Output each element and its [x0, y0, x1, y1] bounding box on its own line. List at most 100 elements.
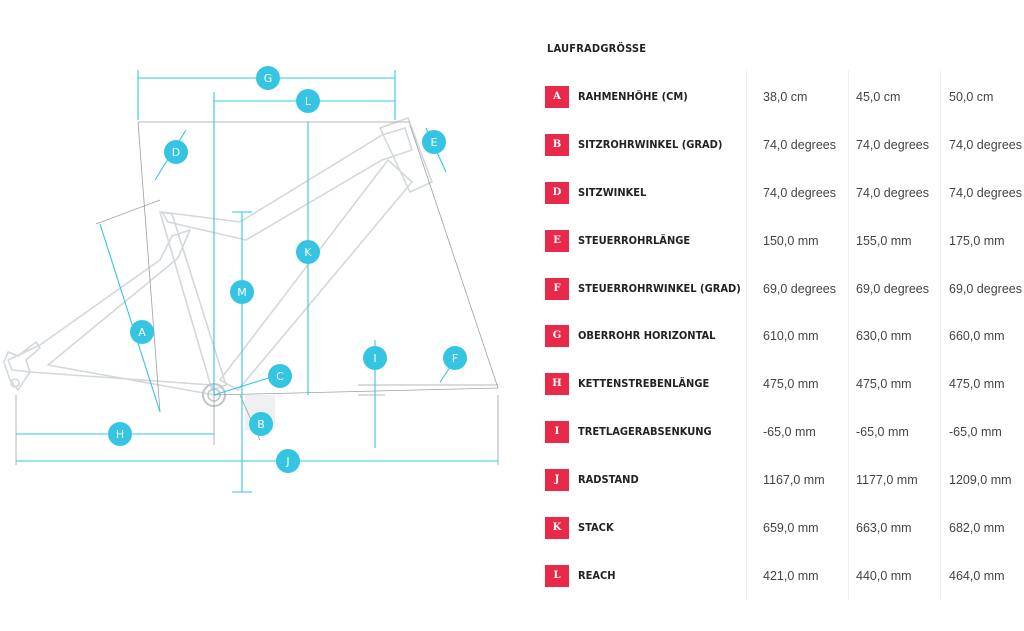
down-tube [219, 159, 413, 391]
table-row: L REACH 421,0 mm 440,0 mm 464,0 mm [545, 563, 1024, 589]
rear-triangle [7, 229, 216, 396]
badge-a: A [130, 320, 154, 344]
row-value-size-1: 38,0 cm [763, 90, 808, 104]
row-value-size-3: 74,0 degrees [949, 186, 1022, 200]
svg-text:H: H [116, 428, 124, 441]
row-label: STACK [578, 521, 614, 534]
row-letter-badge: I [545, 421, 569, 443]
row-value-size-1: 610,0 mm [763, 329, 819, 343]
row-value-size-1: 1167,0 mm [763, 473, 825, 487]
row-letter-badge: G [545, 325, 569, 347]
row-label: REACH [578, 569, 616, 582]
row-letter-badge: K [545, 517, 569, 539]
table-title: LAUFRADGRÖSSE [547, 42, 647, 55]
badge-g: G [256, 66, 280, 90]
row-label: STEUERROHRLÄNGE [578, 234, 691, 247]
svg-text:D: D [172, 146, 180, 159]
rear-dropout [3, 341, 41, 391]
badge-k: K [296, 240, 320, 264]
row-label: SITZWINKEL [578, 186, 647, 199]
row-value-size-1: 421,0 mm [763, 569, 819, 583]
badge-j: J [276, 449, 300, 473]
table-row: K STACK 659,0 mm 663,0 mm 682,0 mm [545, 515, 1024, 541]
table-row: B SITZROHRWINKEL (GRAD) 74,0 degrees 74,0 d… [545, 132, 1024, 158]
badge-h: H [108, 422, 132, 446]
top-tube [161, 127, 413, 241]
svg-text:J: J [285, 455, 289, 468]
row-value-size-2: -65,0 mm [856, 425, 909, 439]
frame-geometry-diagram: G L D E K M A I F C B H J [3, 66, 499, 493]
row-value-size-1: 150,0 mm [763, 234, 819, 248]
badge-d: D [164, 140, 188, 164]
svg-text:M: M [237, 286, 247, 299]
row-label: RAHMENHÖHE (CM) [578, 90, 688, 103]
row-value-size-1: 74,0 degrees [763, 138, 836, 152]
table-row: D SITZWINKEL 74,0 degrees 74,0 degrees 74,0 … [545, 180, 1024, 206]
row-label: TRETLAGERABSENKUNG [578, 425, 712, 438]
row-value-size-1: 659,0 mm [763, 521, 819, 535]
svg-text:B: B [257, 418, 265, 431]
row-letter-badge: F [545, 278, 569, 300]
row-label: SITZROHRWINKEL (GRAD) [578, 138, 723, 151]
badge-b: B [249, 412, 273, 436]
badge-e: E [422, 130, 446, 154]
table-row: G OBERROHR HORIZONTAL 610,0 mm 630,0 mm 660,… [545, 323, 1024, 349]
badge-l: L [296, 89, 320, 113]
row-label: OBERROHR HORIZONTAL [578, 329, 716, 342]
badge-f: F [443, 346, 467, 370]
row-letter-badge: E [545, 230, 569, 252]
row-value-size-3: 464,0 mm [949, 569, 1005, 583]
svg-text:G: G [264, 72, 273, 85]
row-letter-badge: L [545, 565, 569, 587]
column-divider [746, 70, 747, 600]
row-value-size-3: 682,0 mm [949, 521, 1005, 535]
row-value-size-3: 660,0 mm [949, 329, 1005, 343]
row-value-size-2: 74,0 degrees [856, 138, 929, 152]
svg-text:K: K [304, 246, 312, 259]
row-value-size-2: 74,0 degrees [856, 186, 929, 200]
column-divider [848, 70, 849, 600]
dimension-badges: G L D E K M A I F C B H J [108, 66, 467, 473]
svg-text:I: I [373, 352, 376, 365]
table-row: F STEUERROHRWINKEL (GRAD) 69,0 degrees 69,0… [545, 276, 1024, 302]
table-row: E STEUERROHRLÄNGE 150,0 mm 155,0 mm 175,0 mm [545, 228, 1024, 254]
svg-text:A: A [138, 326, 146, 339]
svg-text:L: L [305, 95, 312, 108]
rear-axle [10, 378, 20, 388]
row-value-size-1: 74,0 degrees [763, 186, 836, 200]
row-value-size-2: 69,0 degrees [856, 282, 929, 296]
badge-i: I [363, 346, 387, 370]
column-divider [940, 70, 941, 600]
row-value-size-2: 475,0 mm [856, 377, 912, 391]
row-value-size-3: 69,0 degrees [949, 282, 1022, 296]
row-letter-badge: H [545, 373, 569, 395]
row-value-size-2: 440,0 mm [856, 569, 912, 583]
row-value-size-2: 630,0 mm [856, 329, 912, 343]
row-letter-badge: J [545, 469, 569, 491]
badge-m: M [230, 280, 254, 304]
row-value-size-3: 475,0 mm [949, 377, 1005, 391]
svg-text:F: F [452, 352, 458, 365]
badge-c: C [268, 364, 292, 388]
row-value-size-1: -65,0 mm [763, 425, 816, 439]
row-value-size-1: 69,0 degrees [763, 282, 836, 296]
svg-text:C: C [276, 370, 284, 383]
table-row: I TRETLAGERABSENKUNG -65,0 mm -65,0 mm -65,0… [545, 419, 1024, 445]
bike-frame-outline [3, 117, 433, 407]
row-letter-badge: D [545, 182, 569, 204]
row-label: STEUERROHRWINKEL (GRAD) [578, 282, 741, 295]
row-value-size-2: 663,0 mm [856, 521, 912, 535]
svg-text:E: E [431, 136, 438, 149]
row-value-size-2: 45,0 cm [856, 90, 901, 104]
row-value-size-2: 155,0 mm [856, 234, 912, 248]
row-letter-badge: B [545, 134, 569, 156]
row-value-size-2: 1177,0 mm [856, 473, 918, 487]
row-value-size-1: 475,0 mm [763, 377, 819, 391]
row-value-size-3: -65,0 mm [949, 425, 1002, 439]
row-value-size-3: 1209,0 mm [949, 473, 1012, 487]
row-value-size-3: 50,0 cm [949, 90, 994, 104]
row-value-size-3: 175,0 mm [949, 234, 1005, 248]
